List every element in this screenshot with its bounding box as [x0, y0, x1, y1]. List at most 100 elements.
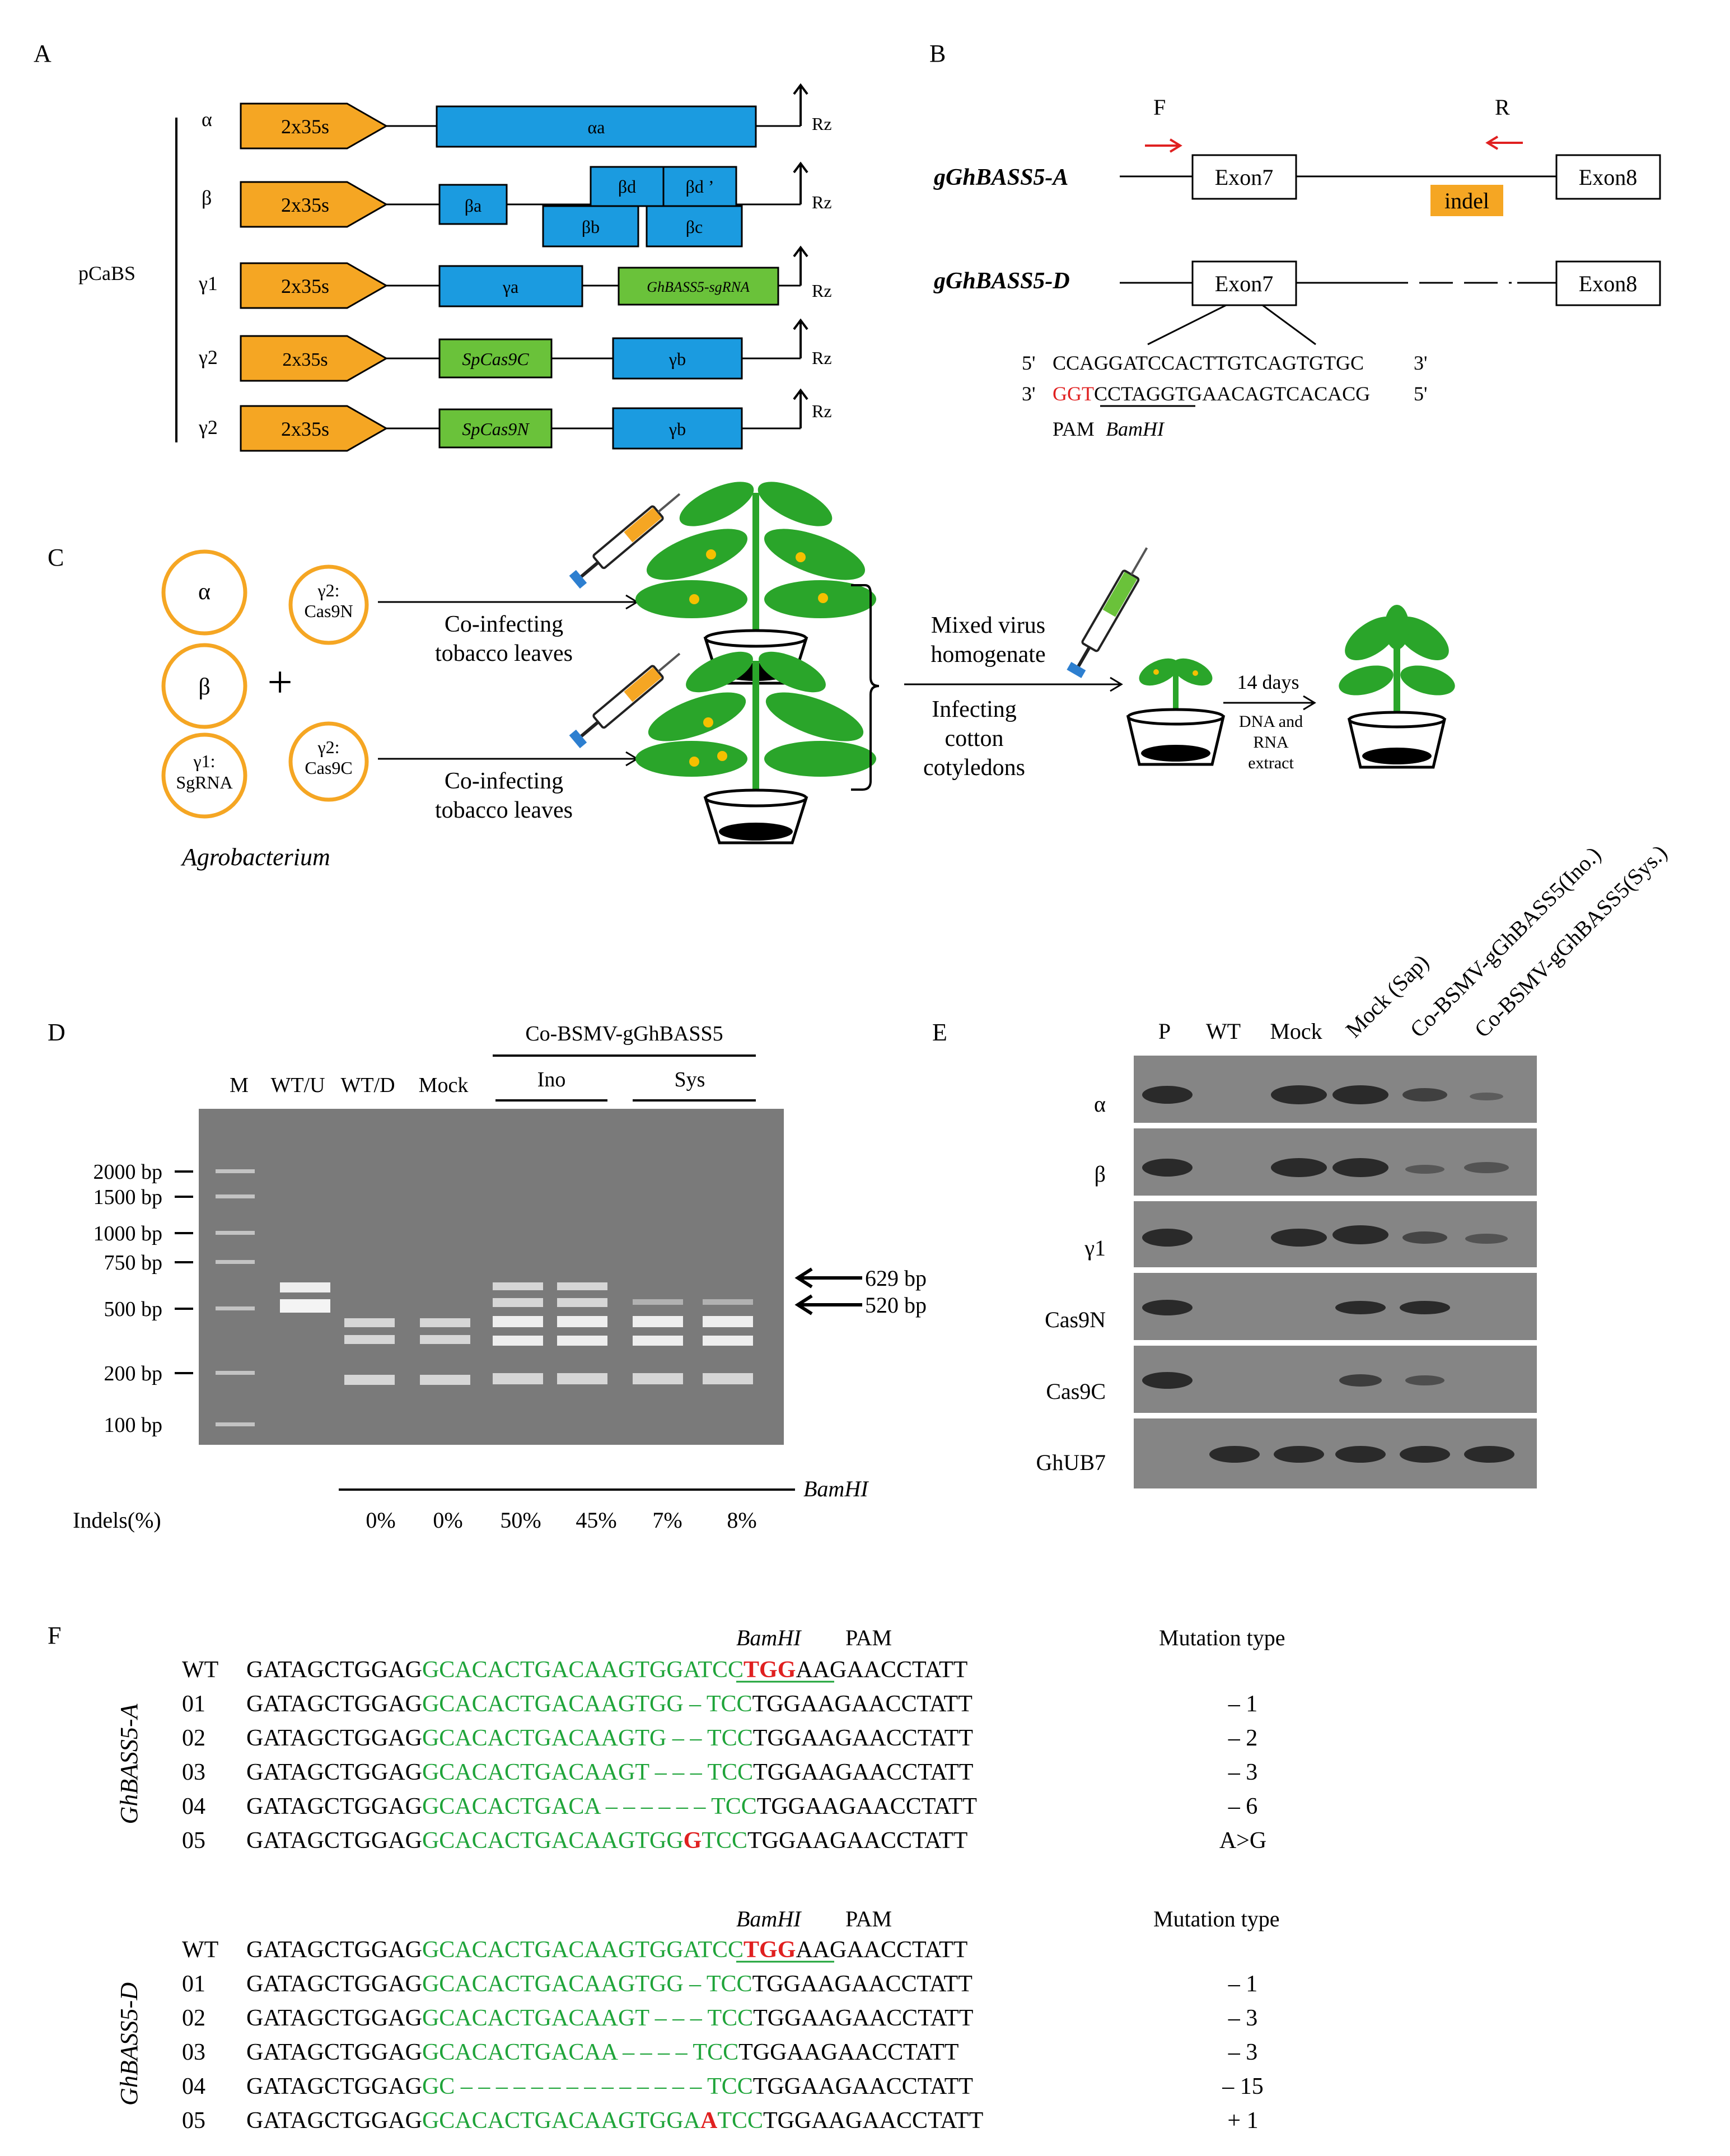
- mutation-type: – 6: [1228, 1794, 1258, 1819]
- ladder-label: 2000 bp: [93, 1160, 163, 1184]
- seq-bottom-3prime: 3': [1022, 382, 1036, 405]
- promoter-label: 2x35s: [281, 275, 329, 297]
- mutation-type: A>G: [1219, 1828, 1266, 1854]
- gene-label-ga: γa: [502, 277, 518, 297]
- gene-label-bd-prime: βd ʼ: [686, 176, 714, 197]
- sequence-id: 02: [182, 2005, 205, 2031]
- zoom-line: [1262, 304, 1316, 346]
- agrobacterium-label: Agrobacterium: [180, 843, 330, 871]
- group-label: pCaBS: [78, 262, 135, 284]
- gene-box-bc: [646, 205, 743, 248]
- promoter-arrow: [240, 335, 389, 382]
- ladder-label: 1000 bp: [93, 1222, 163, 1245]
- plasmid-circle-beta: [161, 643, 247, 729]
- gene-a-label: gGhBASS5-A: [933, 165, 1068, 190]
- infect-label-2: cotton: [945, 726, 1004, 752]
- gene-label-sgrna: GhBASS5-sgRNA: [647, 279, 750, 295]
- gene-label-bd: βd: [618, 176, 636, 197]
- sequence-row: GATAGCTGGAGGCACACTGACAAGTG – – TCCTGGAAG…: [246, 1725, 973, 1751]
- primer-r-label: R: [1495, 95, 1510, 120]
- circle-label-cas9c-b: Cas9C: [305, 758, 352, 778]
- sequence-id: 05: [182, 2108, 205, 2134]
- terminator-icon: [793, 388, 808, 428]
- indel-value: 50%: [500, 1508, 541, 1533]
- gene-box-bb: [542, 205, 639, 248]
- mutation-type-header: Mutation type: [1153, 1906, 1280, 1931]
- gene-label-cas9c: SpCas9C: [462, 349, 529, 369]
- seq-top: CCAGGATCCACTTGTCAGTGTGC: [1053, 352, 1364, 374]
- gap: [1512, 277, 1517, 288]
- gene-box-gb: [612, 407, 743, 450]
- ino-label: Ino: [537, 1068, 566, 1091]
- gel-strip: [1134, 1273, 1537, 1340]
- sequence-id: WT: [182, 1657, 218, 1683]
- plus-sign: +: [267, 658, 292, 707]
- seq-top-5prime: 5': [1022, 352, 1036, 374]
- exon7-label-a: Exon7: [1215, 165, 1273, 190]
- flow-arrow: [904, 676, 1123, 692]
- tobacco-plant-icon: [635, 482, 876, 685]
- indels-label: Indels(%): [73, 1508, 161, 1533]
- terminator-icon: [793, 245, 808, 286]
- sequence-id: 01: [182, 1971, 205, 1997]
- sequence-id: WT: [182, 1937, 218, 1963]
- promoter-label: 2x35s: [281, 418, 329, 440]
- row-label: GhUB7: [1036, 1450, 1106, 1475]
- sequence-row: GATAGCTGGAGGCACACTGACAA – – – – TCCTGGAA…: [246, 2040, 958, 2065]
- panel-e: E P WT Mock Mock (Sap) Co-BSMV-gGhBASS5(…: [932, 840, 1672, 1488]
- indel-value: 7%: [652, 1508, 682, 1533]
- lane-label-wt: WT: [1206, 1019, 1241, 1044]
- terminator-icon: [793, 161, 808, 204]
- bamhi-label: BamHI: [1106, 418, 1165, 440]
- gene-label-gb: γb: [668, 349, 686, 369]
- flow-arrow: [378, 594, 639, 610]
- flow-arrow: [378, 751, 639, 767]
- sequence-row: GATAGCTGGAGGCACACTGACAAGTGGGTCCTGGAAGAAC…: [246, 1828, 967, 1854]
- merge-bracket: [851, 584, 880, 791]
- lane-label-m: M: [230, 1074, 249, 1097]
- plasmid-circle-alpha: [161, 549, 247, 636]
- promoter-arrow: [240, 262, 389, 309]
- mixed-label-2: homogenate: [931, 642, 1045, 668]
- gene-box-cas9c: [438, 338, 553, 379]
- gene-label-bb: βb: [582, 217, 600, 237]
- mixed-label-1: Mixed virus: [931, 613, 1045, 638]
- sequence-id: 04: [182, 2074, 205, 2099]
- plasmid-circle-gamma1: [161, 732, 247, 819]
- coinfect-label-1b: tobacco leaves: [435, 641, 573, 666]
- lane-label-p: P: [1158, 1019, 1171, 1044]
- terminator-label: Rz: [812, 401, 832, 421]
- terminator-label: Rz: [812, 192, 832, 212]
- ladder-label: 200 bp: [104, 1362, 163, 1385]
- band-label-520: 520 bp: [865, 1292, 927, 1318]
- days-label: 14 days: [1237, 671, 1299, 693]
- plasmid-circle-cas9c: [288, 721, 369, 802]
- band-arrow-520: [794, 1294, 862, 1315]
- exon8-label-d: Exon8: [1579, 271, 1637, 296]
- sequence-row: GATAGCTGGAGGCACACTGACAAGT – – – TCCTGGAA…: [246, 1760, 973, 1785]
- primer-r-arrow: [1485, 136, 1523, 150]
- agarose-gel: [199, 1109, 784, 1445]
- mutation-type: – 15: [1222, 2074, 1264, 2099]
- panel-a: A pCaBS α 2x35s αa Rz β 2x35s βa βd βd ʼ…: [34, 40, 832, 452]
- primer-f-label: F: [1153, 95, 1166, 120]
- terminator-icon: [793, 83, 808, 126]
- sys-label: Sys: [675, 1068, 705, 1091]
- mutation-type: – 1: [1228, 1691, 1258, 1717]
- syringe-icon: [569, 493, 681, 589]
- promoter-arrow: [240, 405, 389, 452]
- indel-value: 0%: [366, 1508, 395, 1533]
- gene-label-ba: βa: [465, 195, 481, 216]
- lane-label-wt-d: WT/D: [340, 1074, 395, 1097]
- circle-label-alpha: α: [198, 579, 211, 605]
- exon8-box-a: [1555, 154, 1661, 200]
- bamhi-label: BamHI: [736, 1906, 802, 1931]
- infect-label-1: Infecting: [932, 697, 1017, 722]
- plasmid-circle-cas9n: [288, 564, 369, 645]
- cotton-plant-icon: [1339, 605, 1455, 769]
- panel-c-letter: C: [48, 544, 64, 571]
- row-label: γ1: [1084, 1235, 1106, 1261]
- mutation-type: + 1: [1227, 2108, 1258, 2134]
